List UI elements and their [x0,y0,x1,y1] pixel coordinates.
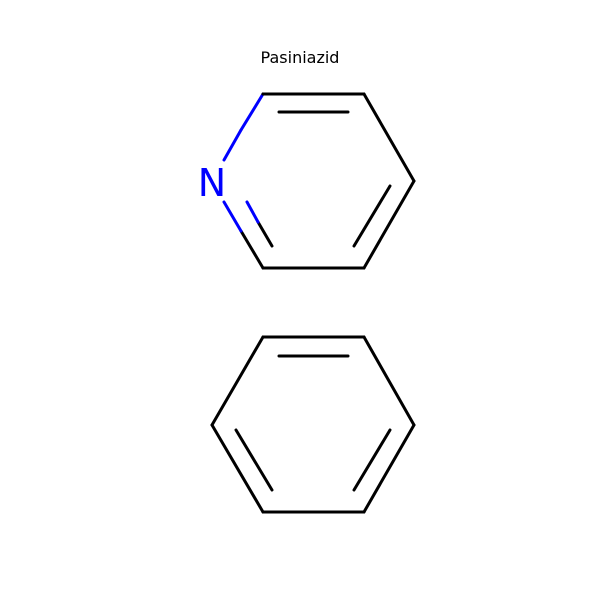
bond-lower-right [362,179,416,270]
benzene-bond-lower-left-inner-double [234,428,274,492]
bond-lower-right-inner-double [352,184,392,248]
bond-c-n-inner-double-nitrogen [245,200,260,224]
bond-n-c-upper-nitrogen-half [239,92,265,132]
bond-c-n-lower-nitrogen-half [222,200,243,233]
molecule-title: Pasiniazid [260,48,340,67]
bond-upper-right [362,92,416,183]
bond-c-n-inner-double-carbon [256,220,274,248]
benzene-bond-upper-right [362,335,416,427]
bond-n-upper-stub [222,128,243,162]
nitrogen-atom-label: N [198,161,226,205]
benzene-bond-lower-left [210,423,265,514]
bond-c-n-lower-carbon-half [239,229,265,270]
benzene-ring [210,335,416,514]
benzene-bond-lower-right [362,423,416,514]
benzene-bond-lower-right-inner-double [352,428,392,492]
pyridine-ring: N [198,92,416,270]
benzene-bond-upper-left [210,335,265,427]
